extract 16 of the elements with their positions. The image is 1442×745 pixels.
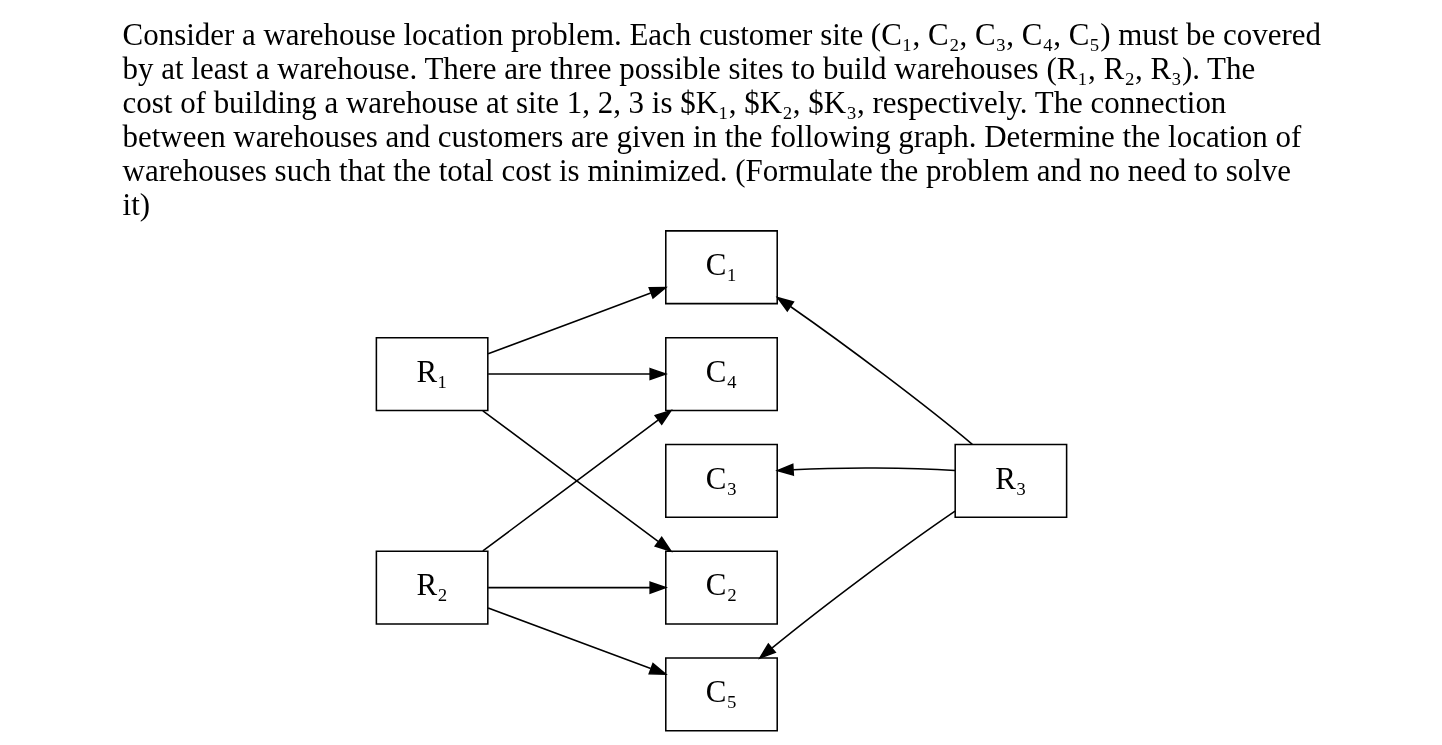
diagram-title: Consider a warehouse location problem. Each customer site (C₁, C₂, C₃, C₄, C₅) must be covered by at least a warehouse. There are three possible sites to build warehouses (R₁, R₂, R₃). The cost of building a warehouse at site 1, 2, 3 is $K₁, $K₂, $K₃, respectively. The connection between warehouses and customers are given in the following graph. Determine the location of warehouses such that the total cost is minimized. (Formulate the problem and no need to solve it): [122, 17, 1321, 223]
node-box: C₃: [664, 443, 778, 518]
node-box: C₅: [664, 657, 778, 732]
node-box: R₃: [953, 443, 1067, 518]
arrow: [486, 581, 668, 595]
arrow: [775, 296, 973, 446]
node-box: R₂: [375, 550, 489, 625]
node-box: C₁: [664, 230, 778, 305]
node-box: C₄: [664, 336, 778, 412]
node-box: C₂: [664, 550, 778, 625]
node-box: R₁: [375, 336, 489, 412]
arrow: [486, 607, 668, 675]
arrow: [486, 286, 668, 355]
arrow: [486, 367, 668, 381]
arrow: [774, 463, 956, 477]
arrow: [757, 510, 956, 660]
